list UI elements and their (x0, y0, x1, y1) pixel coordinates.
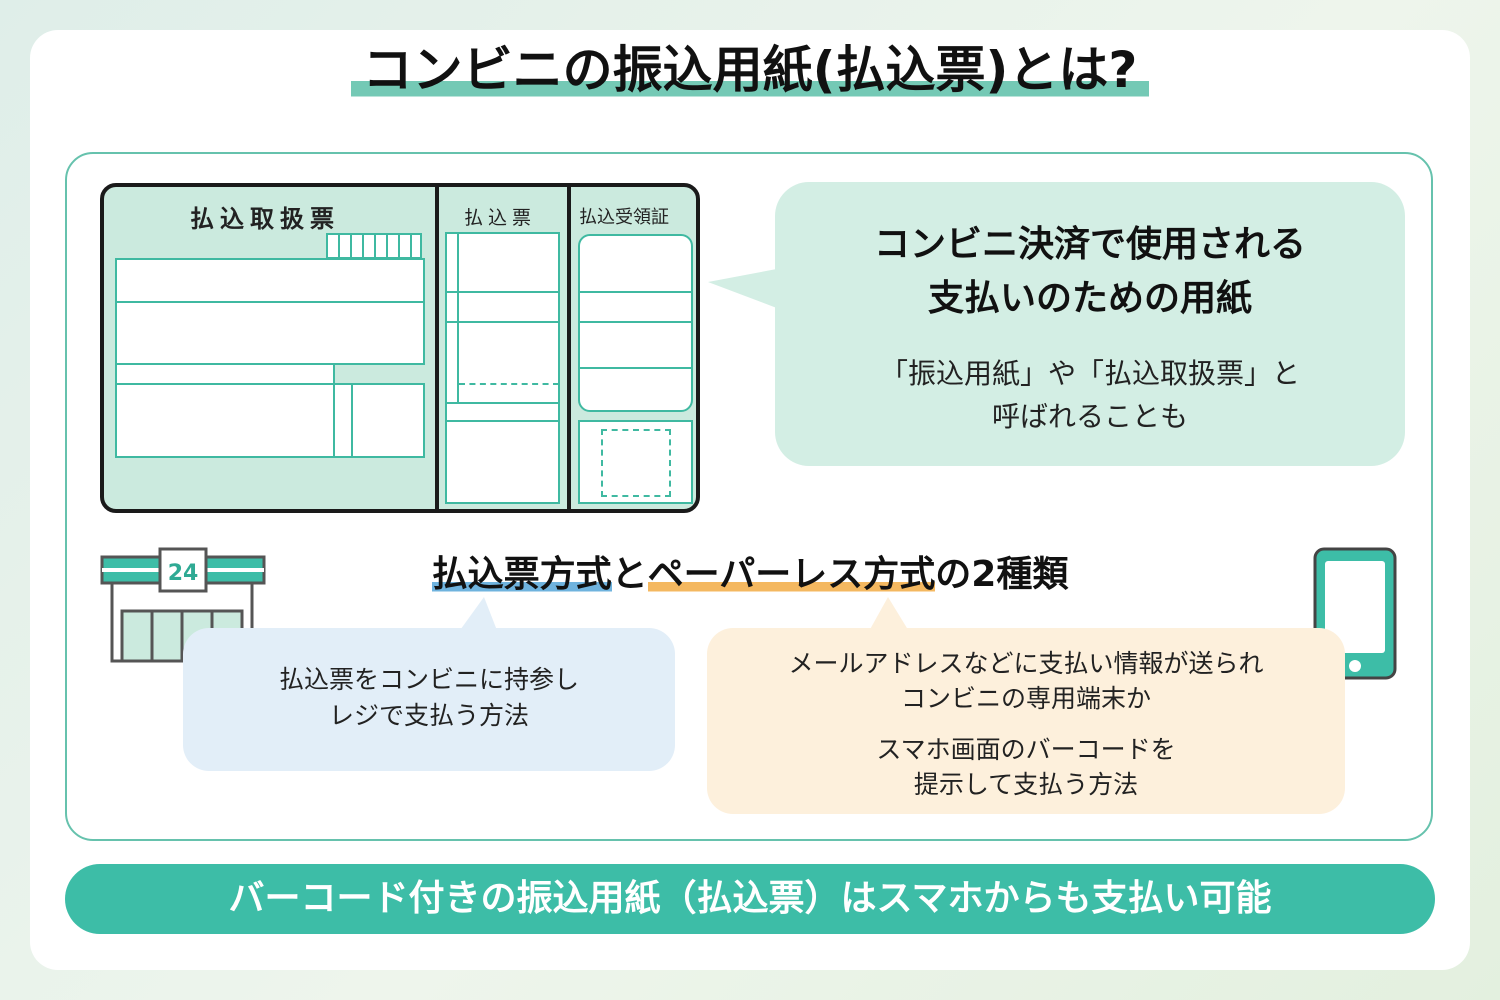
slip-line (445, 291, 560, 293)
slip-dashed-line (459, 383, 559, 385)
slip-label-middle: 払込票 (464, 207, 537, 229)
paperless-line4: 提示して支払う方法 (913, 770, 1139, 799)
blue-bubble-pointer (458, 597, 498, 633)
slip-label-right: 払込受領証 (579, 207, 669, 228)
store-sign-text: 24 (168, 561, 199, 586)
slip-line (445, 321, 560, 323)
slip-method-bubble: 払込票をコンビニに持参し レジで支払う方法 (183, 628, 675, 771)
paperless-line2: コンビニの専用端末か (900, 684, 1151, 713)
slip-divider (435, 187, 439, 509)
types-connector: と (611, 554, 648, 595)
paperless-method-term: ペーパーレス方式 (647, 554, 936, 595)
description-heading-line2: 支払いのための用紙 (927, 278, 1252, 319)
slip-field (578, 234, 693, 412)
slip-method-line1: 払込票をコンビニに持参し (278, 665, 579, 694)
slip-line (578, 321, 693, 323)
slip-field (578, 420, 693, 504)
slip-line (457, 232, 459, 404)
slip-label-main: 払込取扱票 (190, 205, 340, 233)
paperless-method-bubble: メールアドレスなどに支払い情報が送られ コンビニの専用端末か スマホ画面のバーコ… (707, 628, 1345, 814)
slip-field (115, 383, 335, 458)
orange-bubble-pointer (868, 597, 910, 633)
slip-field (445, 420, 560, 504)
slip-field (115, 363, 335, 385)
slip-method-term: 払込票方式 (431, 554, 612, 595)
bubble-pointer (708, 268, 782, 310)
slip-field (333, 383, 353, 458)
slip-line (445, 402, 560, 404)
stamp-area (601, 429, 671, 497)
types-heading: 払込票方式とペーパーレス方式の2種類 (0, 545, 1500, 597)
slip-field (115, 258, 425, 303)
paperless-line1: メールアドレスなどに支払い情報が送られ (788, 649, 1264, 678)
payment-slip-illustration: 払込取扱票 払込票 払込受領証 (100, 183, 700, 513)
slip-method-line2: レジで支払う方法 (328, 701, 529, 731)
description-bubble: コンビニ決済で使用される 支払いのための用紙 「振込用紙」や「払込取扱票」と 呼… (775, 182, 1405, 466)
slip-line (578, 367, 693, 369)
main-panel (65, 152, 1433, 841)
paperless-line3: スマホ画面のバーコードを (876, 735, 1176, 764)
title-area: コンビニの振込用紙(払込票)とは? (0, 40, 1500, 100)
description-heading-line1: コンビニ決済で使用される (873, 224, 1306, 265)
slip-divider (567, 187, 571, 509)
types-suffix: の2種類 (935, 554, 1069, 595)
description-note-line1: 「振込用紙」や「払込取扱票」と (879, 357, 1300, 390)
slip-field (445, 232, 560, 422)
code-boxes (326, 233, 422, 259)
slip-field (351, 383, 425, 458)
slip-field (115, 301, 425, 365)
description-note-line2: 呼ばれることも (991, 400, 1188, 434)
slip-line (578, 291, 693, 293)
page-title: コンビニの振込用紙(払込票)とは? (350, 40, 1150, 100)
bottom-banner: バーコード付きの振込用紙（払込票）はスマホからも支払い可能 (65, 864, 1435, 934)
